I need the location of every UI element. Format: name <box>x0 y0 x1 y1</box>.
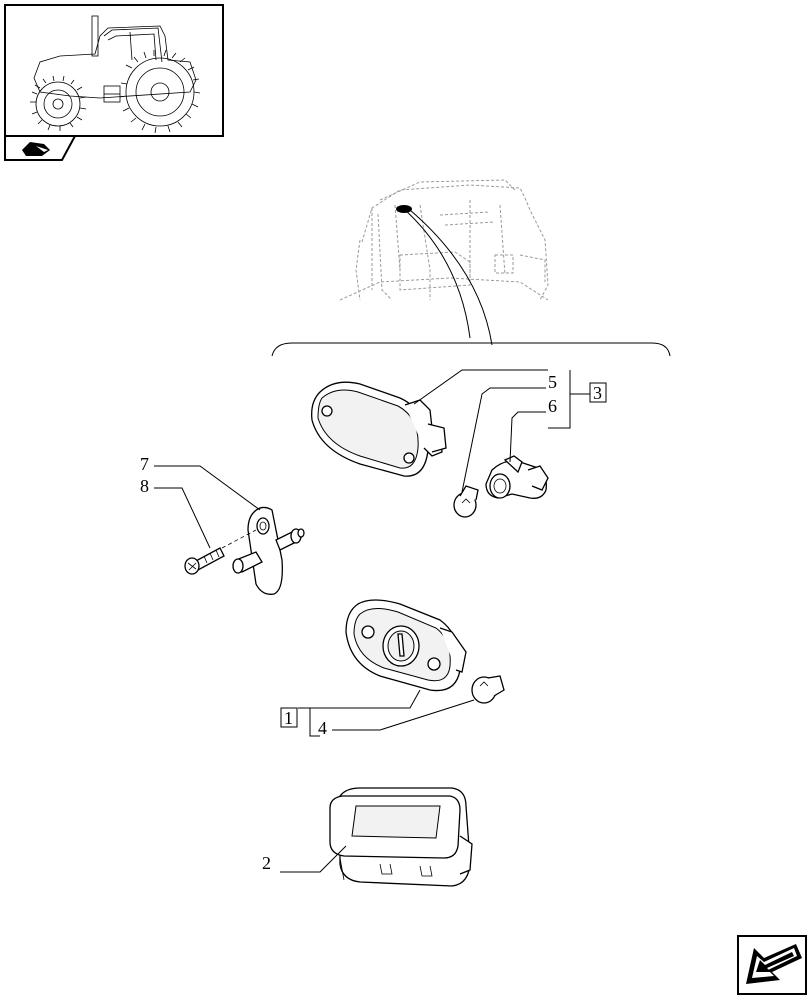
bulb-small <box>453 485 479 518</box>
side-lamp-assembly <box>311 381 447 477</box>
detail-bracket <box>271 342 671 357</box>
door-switch <box>221 506 305 595</box>
section-tab[interactable] <box>4 135 77 161</box>
switch-housing <box>329 787 473 887</box>
bulb-round <box>471 675 505 704</box>
callout-3[interactable]: 3 <box>593 383 602 403</box>
callout-7[interactable]: 7 <box>140 454 149 474</box>
callout-8[interactable]: 8 <box>140 476 149 496</box>
screw <box>184 547 225 575</box>
callout-6[interactable]: 6 <box>548 396 557 416</box>
bulb-socket <box>485 455 549 499</box>
callout-4[interactable]: 4 <box>318 718 327 738</box>
callout-2[interactable]: 2 <box>262 853 271 873</box>
section-tab-icon <box>22 142 50 156</box>
callout-1[interactable]: 1 <box>284 708 293 728</box>
leader-lines <box>154 369 590 873</box>
next-page-button[interactable] <box>737 935 807 995</box>
next-page-arrow-icon <box>746 944 802 984</box>
roof-lamp <box>345 599 467 692</box>
callouts: 5 6 3 7 8 1 4 2 <box>140 372 607 873</box>
cab-location-reference <box>339 179 549 346</box>
tractor-thumbnail[interactable] <box>4 4 224 137</box>
callout-5[interactable]: 5 <box>548 372 557 392</box>
tractor-overview-icon <box>30 15 201 134</box>
